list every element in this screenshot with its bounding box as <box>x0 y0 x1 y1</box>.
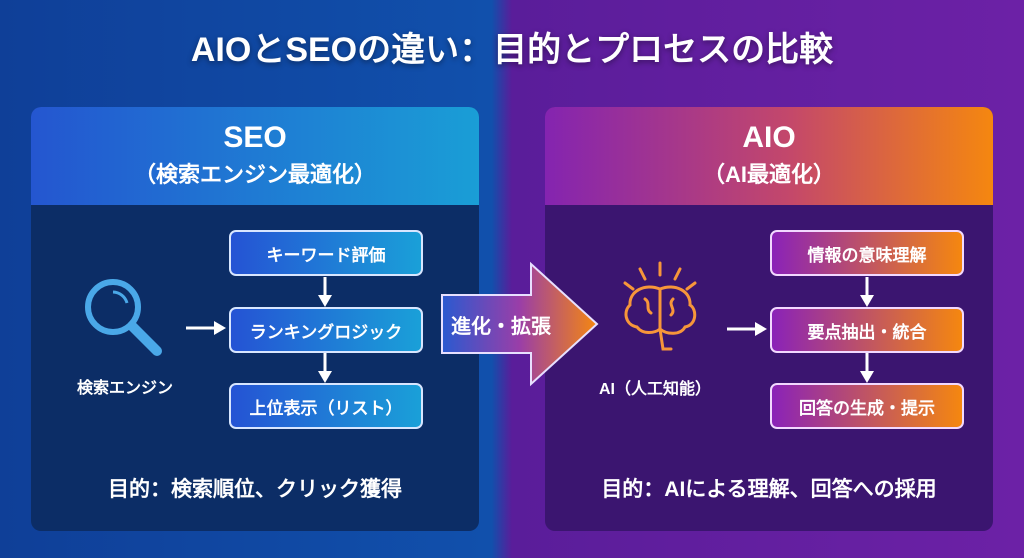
search-engine-label: 検索エンジン <box>76 380 173 397</box>
aio-header: AIO （AI最適化） <box>545 107 993 205</box>
ai-label: AI（人工知能） <box>598 381 711 398</box>
arrow-right-icon <box>727 322 767 336</box>
aio-subtitle: （AI最適化） <box>702 162 835 187</box>
aio-panel: AIO （AI最適化） AI（人工知能） 情報の意味理解 要点抽出・統合 回答の… <box>545 107 993 531</box>
seo-step-1: キーワード評価 <box>229 230 423 276</box>
page-title: AIOとSEOの違い：目的とプロセスの比較 <box>190 31 834 69</box>
seo-step-3: 上位表示（リスト） <box>229 383 423 429</box>
arrow-down-icon <box>318 353 332 383</box>
evolution-label: 進化・拡張 <box>451 316 551 338</box>
magnifier-icon <box>85 279 162 356</box>
aio-name: AIO <box>742 121 796 154</box>
seo-header: SEO （検索エンジン最適化） <box>31 107 479 205</box>
brain-icon <box>623 261 697 351</box>
seo-step-2: ランキングロジック <box>229 307 423 353</box>
aio-step-2: 要点抽出・統合 <box>770 307 964 353</box>
seo-subtitle: （検索エンジン最適化） <box>133 162 376 187</box>
aio-step-3: 回答の生成・提示 <box>770 383 964 429</box>
aio-step-1: 情報の意味理解 <box>770 230 964 276</box>
arrow-down-icon <box>860 353 874 383</box>
arrow-right-icon <box>186 321 226 335</box>
evolution-arrow: 進化・拡張 <box>441 261 599 387</box>
aio-purpose: 目的：AIによる理解、回答への採用 <box>601 478 937 501</box>
seo-purpose: 目的：検索順位、クリック獲得 <box>108 478 402 501</box>
seo-name: SEO <box>223 121 287 154</box>
arrow-down-icon <box>318 277 332 307</box>
arrow-down-icon <box>860 277 874 307</box>
seo-panel: SEO （検索エンジン最適化） 検索エンジン キーワード評価 ランキングロジック… <box>31 107 479 531</box>
